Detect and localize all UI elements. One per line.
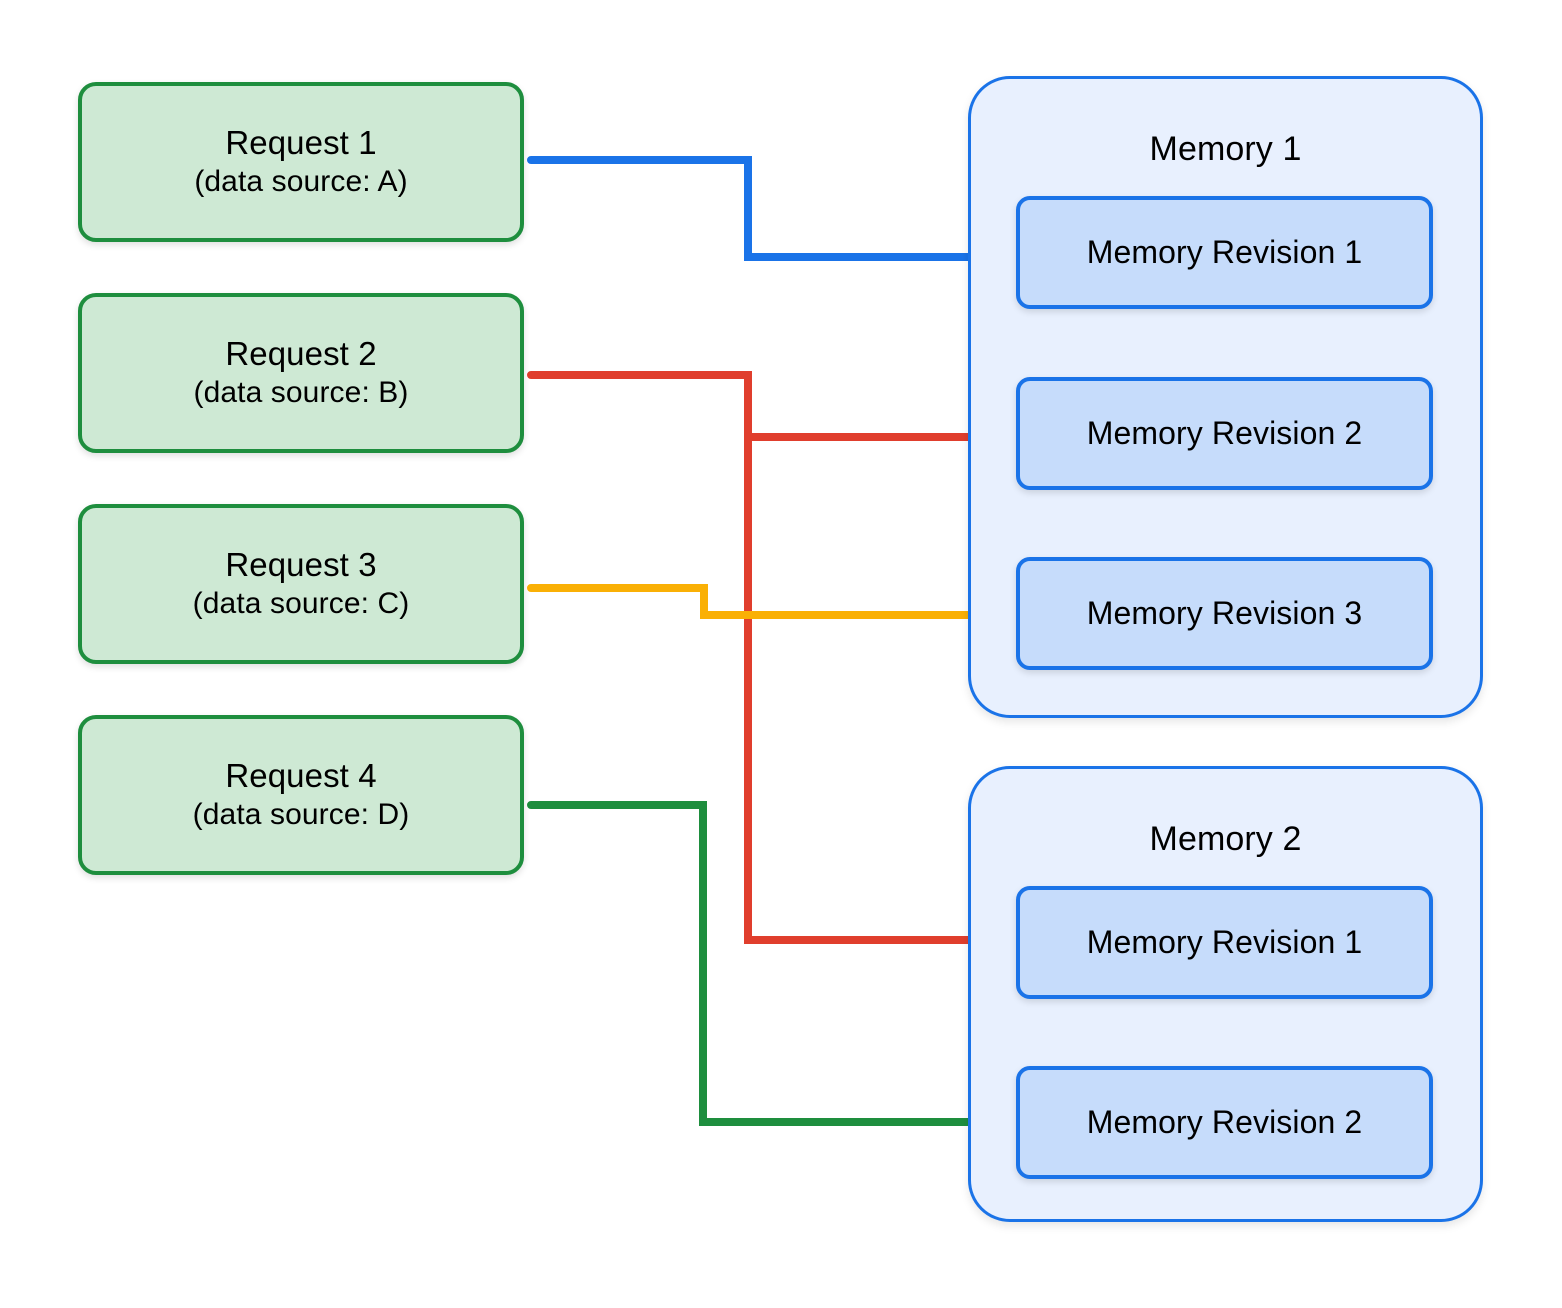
revision-label: Memory Revision 3	[1086, 595, 1363, 631]
request-subtitle: (data source: D)	[192, 797, 410, 831]
memory2-revision-box-2[interactable]: Memory Revision 2	[1016, 1066, 1433, 1179]
connector-request2-trunk	[527, 371, 995, 940]
revision-label: Memory Revision 2	[1086, 1104, 1363, 1140]
request-title: Request 1	[225, 123, 377, 161]
request-title: Request 4	[225, 756, 377, 794]
revision-label: Memory Revision 2	[1086, 415, 1363, 451]
connector-request4-to-memory2-revision2	[527, 801, 995, 1122]
memory-title: Memory 1	[1149, 130, 1302, 168]
request-title: Request 3	[225, 545, 377, 583]
memory1-revision-box-1[interactable]: Memory Revision 1	[1016, 196, 1433, 309]
memory-title: Memory 2	[1149, 820, 1302, 858]
connector-request3-to-memory1-revision3	[527, 584, 995, 615]
request-subtitle: (data source: B)	[193, 375, 409, 409]
connector-request1-to-memory1-revision1	[527, 156, 995, 257]
revision-label: Memory Revision 1	[1086, 234, 1363, 270]
memory1-revision-box-3[interactable]: Memory Revision 3	[1016, 557, 1433, 670]
request-box-2[interactable]: Request 2 (data source: B)	[78, 293, 524, 453]
request-box-3[interactable]: Request 3 (data source: C)	[78, 504, 524, 664]
memory2-revision-box-1[interactable]: Memory Revision 1	[1016, 886, 1433, 999]
request-subtitle: (data source: A)	[194, 164, 408, 198]
memory1-revision-box-2[interactable]: Memory Revision 2	[1016, 377, 1433, 490]
request-title: Request 2	[225, 334, 377, 372]
revision-label: Memory Revision 1	[1086, 924, 1363, 960]
request-subtitle: (data source: C)	[192, 586, 410, 620]
request-box-4[interactable]: Request 4 (data source: D)	[78, 715, 524, 875]
request-box-1[interactable]: Request 1 (data source: A)	[78, 82, 524, 242]
